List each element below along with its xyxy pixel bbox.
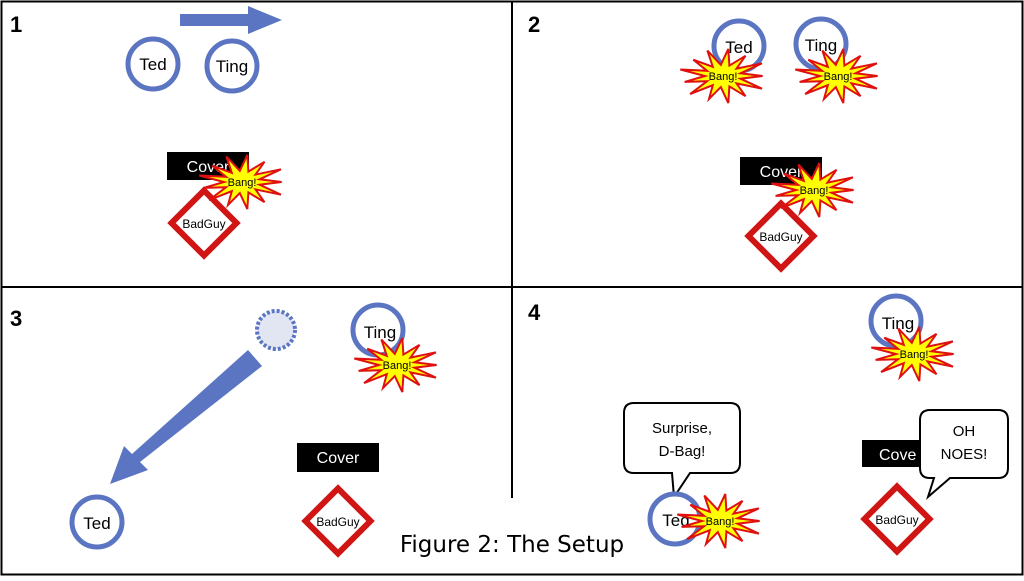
bang-burst: Bang!: [680, 48, 763, 104]
bang-burst-shape: [795, 48, 878, 104]
bang-burst-shape: [871, 326, 954, 382]
ting-label: Ting: [216, 57, 248, 76]
cover-block: Cover: [297, 443, 379, 472]
panel-number-2: 2: [528, 12, 540, 37]
badguy-block: BadGuy: [744, 199, 818, 273]
speech-line-2: NOES!: [941, 446, 988, 463]
panel-number-4: 4: [528, 300, 541, 325]
ting-person: Ting: [204, 38, 260, 94]
cover-label: Cove: [879, 447, 916, 464]
cover-block: Cove: [862, 440, 920, 467]
ted-label: Ted: [725, 38, 752, 57]
bang-label: Bang!: [800, 185, 829, 197]
ting-label: Ting: [882, 314, 914, 333]
ted-circle: [69, 494, 125, 550]
speech-bubble-shape: [919, 409, 1009, 501]
badguy-block: BadGuy: [301, 484, 375, 558]
ting-person: Ting: [793, 16, 849, 72]
bang-burst-shape: [677, 493, 760, 549]
bang-label: Bang!: [228, 177, 257, 189]
badguy-diamond: [744, 199, 818, 273]
ting-label: Ting: [805, 36, 837, 55]
bang-burst-shape: [680, 48, 763, 104]
move-diagonal-arrow: [110, 350, 262, 484]
bang-label: Bang!: [706, 516, 735, 528]
badguy-diamond: [301, 484, 375, 558]
move-right-arrow: [180, 6, 282, 34]
badguy-block: BadGuy: [167, 186, 241, 260]
badguy-label: BadGuy: [875, 513, 918, 527]
bang-burst-shape: [199, 154, 282, 210]
badguy-speech-bubble: OH NOES!: [919, 409, 1009, 501]
badguy-label: BadGuy: [316, 515, 359, 529]
bang-burst: Bang!: [677, 493, 760, 549]
bang-burst: Bang!: [795, 48, 878, 104]
ted-person: Ted: [69, 494, 125, 550]
ting-circle: [204, 38, 260, 94]
panel-3: Ting Bang! Cover BadGuy Ted: [69, 302, 437, 558]
cover-rect: [297, 443, 379, 472]
speech-line-2: D-Bag!: [659, 443, 706, 460]
speech-line-1: OH: [953, 423, 976, 440]
ted-circle: [125, 36, 181, 92]
badguy-diamond: [167, 186, 241, 260]
ted-speech-bubble: Surprise, D-Bag!: [623, 402, 741, 500]
panel-4: Ting Bang! Surprise, D-Bag! Ted Bang! Co…: [623, 293, 1009, 556]
panel-2: Ted Ting Bang! Bang! Cover BadGuy Bang!: [680, 16, 878, 273]
bang-burst-shape: [354, 337, 437, 393]
bang-label: Bang!: [824, 71, 853, 83]
bang-burst: Bang!: [199, 154, 282, 210]
ting-label: Ting: [364, 323, 396, 342]
badguy-diamond: [860, 482, 934, 556]
badguy-label: BadGuy: [182, 217, 225, 231]
speech-line-1: Surprise,: [652, 420, 712, 437]
bang-burst: Bang!: [354, 337, 437, 393]
bang-label: Bang!: [900, 349, 929, 361]
bang-burst: Bang!: [871, 326, 954, 382]
bang-label: Bang!: [709, 71, 738, 83]
ting-person: Ting: [350, 302, 406, 358]
badguy-label: BadGuy: [759, 230, 802, 244]
cover-label: Cover: [317, 450, 360, 467]
figure-caption: Figure 2: The Setup: [400, 532, 624, 558]
bang-burst-shape: [771, 162, 854, 218]
badguy-block: BadGuy: [860, 482, 934, 556]
cover-rect: [862, 440, 920, 467]
speech-bubble-shape: [623, 402, 741, 500]
bang-burst: Bang!: [771, 162, 854, 218]
ted-person: Ted: [125, 36, 181, 92]
bang-label: Bang!: [383, 360, 412, 372]
ted-label: Ted: [139, 55, 166, 74]
ted-label: Ted: [83, 514, 110, 533]
panel-number-3: 3: [10, 306, 22, 331]
panel-number-1: 1: [10, 12, 22, 37]
ted-ghost-circle: [255, 309, 297, 351]
panel-1: Ted Ting Cover BadGuy Bang!: [125, 6, 282, 260]
